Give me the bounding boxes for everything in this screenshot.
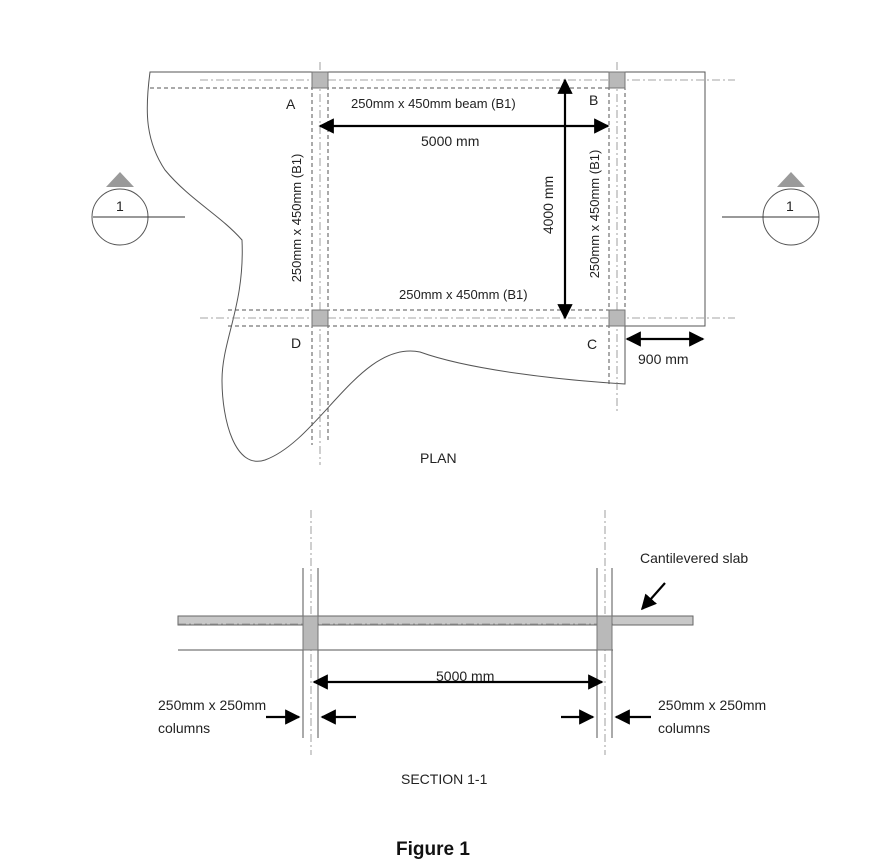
section-marker-left: 1 — [91, 172, 185, 246]
cantilever-arrow — [640, 582, 666, 611]
grid-label-d: D — [291, 335, 301, 351]
figure-caption: Figure 1 — [396, 839, 470, 860]
section-column-left — [302, 568, 319, 738]
plan-caption: PLAN — [420, 450, 457, 466]
column-d — [311, 309, 329, 327]
beam-right-label: 250mm x 450mm (B1) — [587, 150, 602, 279]
column-b — [608, 71, 626, 89]
beam-top-label: 250mm x 450mm beam (B1) — [351, 96, 516, 111]
section-caption: SECTION 1-1 — [401, 771, 488, 787]
section-view: Cantilevered slab 5000 mm 250mm x 250mm … — [158, 510, 766, 787]
columns-right-label-1: 250mm x 250mm — [658, 697, 766, 713]
section-span-label: 5000 mm — [436, 668, 494, 684]
beam-left-label: 250mm x 450mm (B1) — [289, 154, 304, 283]
columns-left-label-2: columns — [158, 720, 210, 736]
section-marker-right: 1 — [722, 172, 820, 246]
grid-label-a: A — [286, 96, 296, 112]
columns-left-label-1: 250mm x 250mm — [158, 697, 266, 713]
slab-outline — [146, 71, 706, 462]
span-vertical-label: 4000 mm — [540, 176, 556, 234]
svg-text:1: 1 — [786, 198, 794, 214]
overhang-label: 900 mm — [638, 351, 689, 367]
column-c — [608, 309, 626, 327]
span-horizontal-label: 5000 mm — [421, 133, 479, 149]
grid-label-c: C — [587, 336, 597, 352]
plan-view: A B D C 250mm x 450mm beam (B1) 250mm x … — [91, 62, 820, 466]
section-column-right — [596, 568, 613, 738]
beam-bottom-label: 250mm x 450mm (B1) — [399, 287, 528, 302]
svg-text:1: 1 — [116, 198, 124, 214]
cantilever-label: Cantilevered slab — [640, 550, 748, 566]
grid-label-b: B — [589, 92, 598, 108]
columns-right-label-2: columns — [658, 720, 710, 736]
column-a — [311, 71, 329, 89]
slab-band — [177, 615, 694, 626]
